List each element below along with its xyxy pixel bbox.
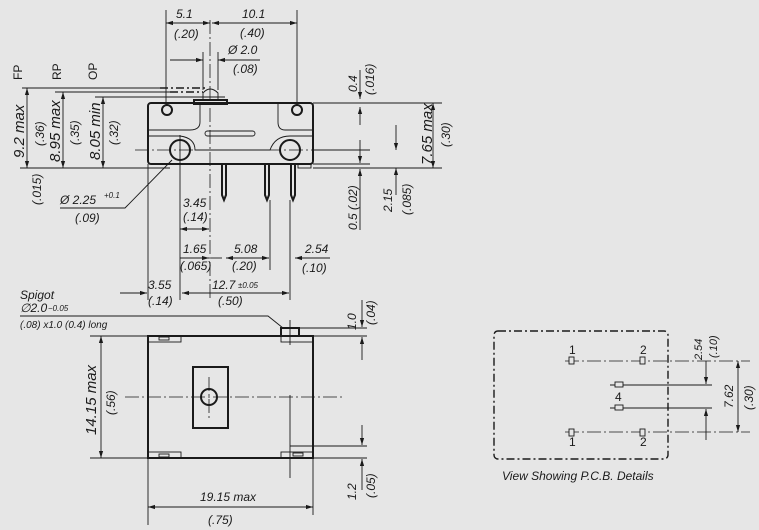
dim-9-2-inch: (.36): [33, 121, 47, 146]
dim-1-2: 1.2: [345, 483, 359, 500]
dim-dia-2-25-inch: (.09): [75, 211, 100, 225]
side-view: 5.1 (.20) 10.1 (.40) Ø 2.0 (.08) FP RP O…: [11, 7, 453, 308]
dim-9-2-max: 9.2 max: [11, 104, 28, 158]
spigot-diameter: ∅2.0: [20, 301, 47, 315]
actuator-window: [192, 366, 229, 429]
switch-body: [147, 102, 314, 165]
pin-1-bottom-pad: [568, 428, 575, 437]
dim-2-15-inch: (.085): [400, 184, 414, 215]
spigot-description: (.08) x1.0 (0.4) long: [20, 320, 108, 331]
pin-2-bottom-pad: [639, 428, 646, 437]
dim-1-65: 1.65: [183, 242, 207, 256]
dim-3-45-inch: (.14): [183, 210, 208, 224]
dim-0-4: 0.4: [346, 75, 360, 92]
label-rp: RP: [50, 63, 64, 80]
spigot-tolerance: −0.05: [48, 304, 69, 313]
terminal-pins: [221, 164, 296, 203]
label-op: OP: [86, 63, 100, 80]
dim-7-65-max: 7.65 max: [419, 103, 436, 165]
pin-4-pad-a: [614, 381, 624, 388]
dim-10-1: 10.1: [242, 7, 265, 21]
pin-1-top-pad: [568, 356, 575, 365]
dim-5-08-inch: (.20): [232, 259, 257, 273]
pin-2-top-label: 2: [640, 343, 647, 357]
dim-14-15-inch: (.56): [104, 390, 118, 415]
pin-1-bottom-label: 1: [569, 435, 576, 449]
pcb-dim-7-62-inch: (.30): [742, 385, 756, 410]
pin-4-label: 4: [615, 390, 622, 404]
dim-8-05-inch: (.32): [107, 120, 121, 145]
body-slot: [204, 130, 256, 137]
mounting-hole-small-left: [161, 104, 173, 116]
dim-12-7: 12.7: [212, 278, 237, 292]
dim-10-1-inch: (.40): [240, 26, 265, 40]
plunger: [202, 88, 219, 100]
dim-8-95-inch: (.35): [68, 120, 82, 145]
dim-0-5: 0.5 (.02): [346, 185, 360, 230]
dim-015-inch: (.015): [30, 174, 44, 205]
dim-1-65-inch: (.065): [180, 259, 211, 273]
dim-3-55: 3.55: [148, 278, 172, 292]
dim-19-15-inch: (.75): [208, 513, 233, 527]
dim-1-0-inch: (.04): [364, 300, 378, 325]
bottom-view: Spigot ∅2.0 −0.05 (.08) x1.0 (0.4) long …: [20, 288, 378, 527]
dim-3-55-inch: (.14): [148, 294, 173, 308]
pin-2-bottom-label: 2: [640, 435, 647, 449]
dim-dia-2-0-inch: (.08): [233, 62, 258, 76]
pcb-view: 1 2 4 1 2 2.54 (.10) 7.62 (.30) View Sho…: [493, 330, 756, 483]
pcb-outline: [493, 330, 669, 460]
dim-5-1-inch: (.20): [174, 27, 199, 41]
pcb-dim-7-62: 7.62: [722, 384, 736, 408]
dim-2-54: 2.54: [304, 242, 329, 256]
spigot-title: Spigot: [20, 288, 55, 302]
dim-0-4-inch: (.016): [363, 64, 377, 95]
dim-8-95-max: 8.95 max: [47, 100, 64, 162]
dim-3-45: 3.45: [183, 196, 207, 210]
dim-12-7-tolerance: ±0.05: [238, 281, 259, 290]
dim-14-15-max: 14.15 max: [83, 364, 100, 435]
pin-4-pad-b: [614, 404, 624, 411]
dim-5-08: 5.08: [234, 242, 258, 256]
pin-1-top-label: 1: [569, 343, 576, 357]
dim-dia-2-0: Ø 2.0: [227, 43, 258, 57]
dim-dia-2-25-tolerance: +0.1: [104, 191, 120, 200]
pin-2-top-pad: [639, 356, 646, 365]
dim-5-1: 5.1: [176, 7, 193, 21]
dim-19-15-max: 19.15 max: [200, 490, 257, 504]
dim-8-05-min: 8.05 min: [87, 102, 104, 160]
dim-12-7-inch: (.50): [218, 294, 243, 308]
dim-1-0: 1.0: [345, 313, 359, 330]
dim-2-54-inch: (.10): [302, 261, 327, 275]
dim-2-15: 2.15: [381, 188, 395, 213]
pcb-dim-2-54: 2.54: [693, 339, 705, 361]
label-fp: FP: [11, 65, 25, 80]
dim-dia-2-25: Ø 2.25: [59, 193, 96, 207]
pcb-caption: View Showing P.C.B. Details: [502, 469, 654, 483]
dim-7-65-inch: (.30): [439, 122, 453, 147]
dim-1-2-inch: (.05): [364, 473, 378, 498]
pcb-dim-2-54-inch: (.10): [708, 335, 720, 358]
mounting-hole-small-right: [291, 104, 303, 116]
